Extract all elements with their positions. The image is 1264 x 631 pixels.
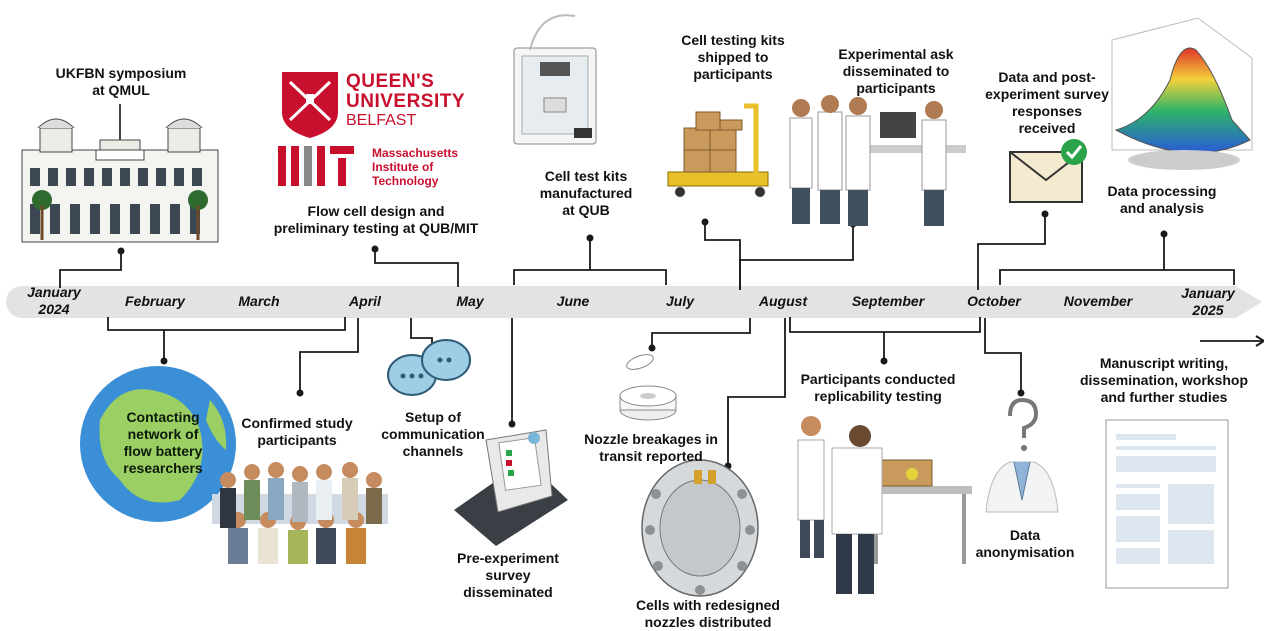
event-ukfbn-symposium: UKFBN symposium at QMUL xyxy=(55,65,187,98)
connectors xyxy=(59,214,1262,466)
anonymous-person-icon xyxy=(985,397,1059,513)
month-november: November xyxy=(1063,293,1133,309)
month-july: July xyxy=(665,293,694,309)
event-flow-cell-design: Flow cell design and preliminary testing… xyxy=(273,203,479,236)
month-may: May xyxy=(456,293,484,309)
event-data-processing: Data processing and analysis xyxy=(1107,183,1217,216)
qub-shield-icon xyxy=(282,72,338,138)
mit-logo-line2: Institute of xyxy=(372,160,434,174)
event-manuscript-writing: Manuscript writing, dissemination, works… xyxy=(1079,355,1249,405)
event-contacting-network: Contacting network of flow battery resea… xyxy=(123,409,203,476)
event-cells-redesigned: Cells with redesigned nozzles distribute… xyxy=(636,597,780,630)
month-october: October xyxy=(967,293,1021,309)
month-august: August xyxy=(758,293,808,309)
event-cell-testing-kits-shipped: Cell testing kits shipped to participant… xyxy=(681,32,785,82)
mit-logo-line1: Massachusetts xyxy=(372,146,459,160)
event-data-anonymisation: Data anonymisation xyxy=(975,527,1075,560)
qub-logo-line3: BELFAST xyxy=(346,112,417,129)
boxes-cart-icon xyxy=(667,103,769,197)
scientists-icon xyxy=(789,95,966,226)
arrow-head xyxy=(1255,335,1264,347)
nozzle-tape-icon xyxy=(619,354,677,421)
month-january-2025: January 2025 xyxy=(1181,285,1235,318)
event-nozzle-breakages: Nozzle breakages in transit reported xyxy=(584,431,718,464)
month-january-2024: January 2024 xyxy=(27,284,81,317)
month-september: September xyxy=(851,293,925,309)
month-april: April xyxy=(349,293,381,309)
group-photo-icon xyxy=(212,462,388,564)
3d-printer-icon xyxy=(513,14,597,145)
clipboard-laptop-icon xyxy=(454,429,568,546)
event-cell-test-kits-manufactured: Cell test kits manufactured at QUB xyxy=(539,168,633,218)
event-pre-experiment-survey: Pre-experiment survey disseminated xyxy=(457,550,559,600)
qub-logo-line2: UNIVERSITY xyxy=(346,91,466,112)
qub-logo-line1: QUEEN'S xyxy=(346,71,435,92)
globe-icon xyxy=(80,366,236,522)
mit-logo-icon xyxy=(278,146,354,186)
flow-cell-icon xyxy=(641,459,759,597)
month-june: June xyxy=(556,293,590,309)
month-february: February xyxy=(125,293,185,309)
timeline-bar xyxy=(6,286,1262,318)
envelope-check-icon xyxy=(1009,139,1087,203)
mit-logo-line3: Technology xyxy=(372,174,439,188)
event-setup-communication: Setup of communication channels xyxy=(381,409,485,459)
chat-bubbles-icon xyxy=(387,339,471,396)
surface-plot-icon xyxy=(1111,17,1253,170)
event-experimental-task-disseminated: Experimental ask disseminated to partici… xyxy=(838,46,954,96)
document-icon xyxy=(1105,419,1229,589)
event-confirmed-participants: Confirmed study participants xyxy=(241,415,353,448)
month-march: March xyxy=(238,293,280,309)
event-replicability-testing: Participants conducted replicability tes… xyxy=(800,371,956,404)
building-icon xyxy=(21,104,219,243)
event-data-survey-received: Data and post- experiment survey respons… xyxy=(985,69,1109,136)
lab-scientists-icon xyxy=(797,416,972,594)
